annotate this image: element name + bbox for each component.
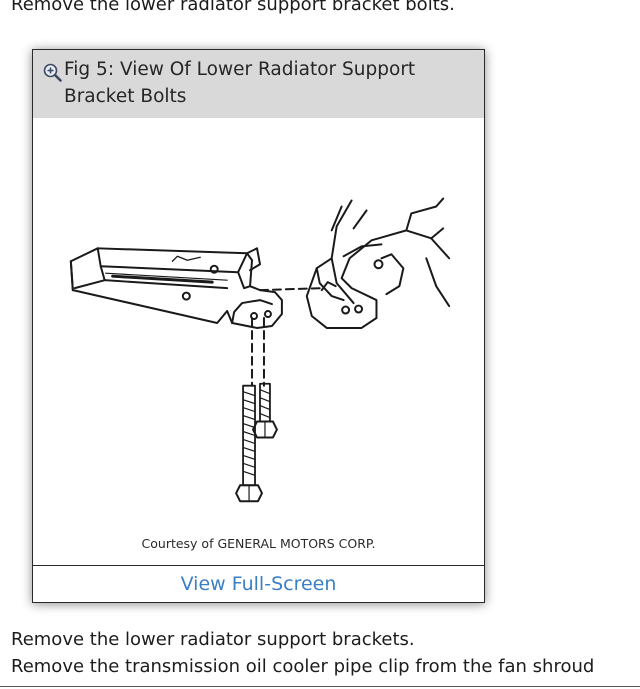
figure-card: Fig 5: View Of Lower Radiator Support Br…	[32, 49, 485, 603]
figure-divider	[33, 565, 484, 566]
bracket-bolt-long	[235, 384, 263, 503]
radiator-support-frame	[305, 197, 451, 329]
bracket-bolt-short	[252, 382, 278, 439]
lower-radiator-support-bracket	[69, 247, 283, 329]
alignment-lines	[251, 287, 323, 387]
figure-header: Fig 5: View Of Lower Radiator Support Br…	[33, 50, 484, 118]
view-full-screen-link[interactable]: View Full-Screen	[180, 573, 337, 595]
radiator-bracket-illustration	[69, 197, 451, 503]
step-text-remove-brackets: Remove the lower radiator support bracke…	[11, 629, 415, 650]
figure-caption: Courtesy of GENERAL MOTORS CORP.	[141, 536, 376, 551]
zoom-in-icon[interactable]	[43, 63, 62, 82]
figure-title: Fig 5: View Of Lower Radiator Support Br…	[64, 59, 416, 107]
step-text-previous: Remove the lower radiator support bracke…	[11, 0, 455, 15]
step-text-remove-pipe-clip: Remove the transmission oil cooler pipe …	[11, 656, 595, 677]
bottom-divider	[0, 686, 640, 687]
